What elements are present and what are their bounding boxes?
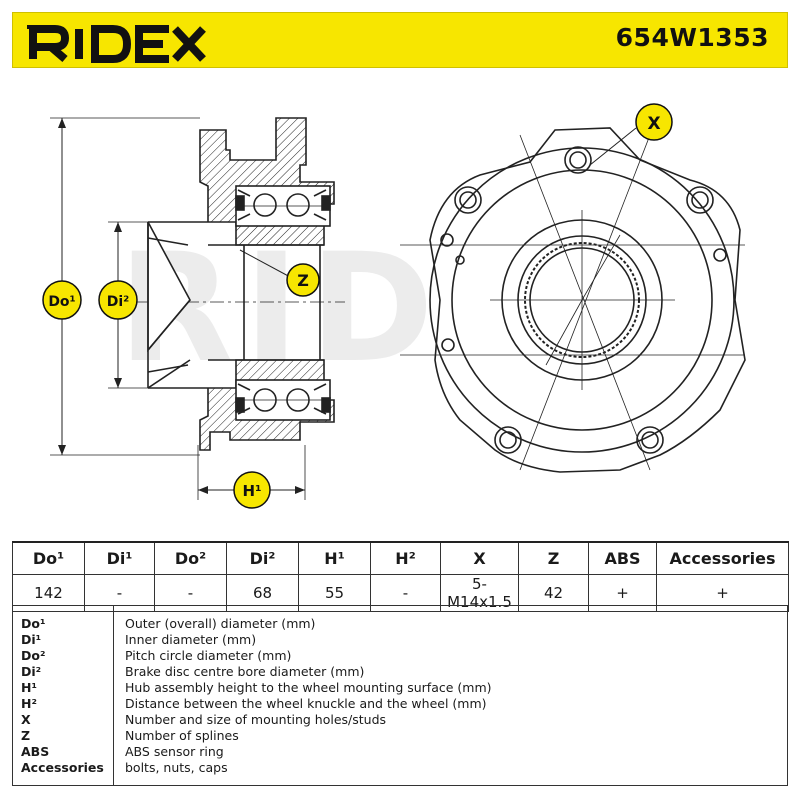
legend-divider (113, 606, 114, 785)
legend-row: Do¹ Outer (overall) diameter (mm) (13, 616, 789, 632)
legend-code: H² (21, 696, 37, 711)
spec-header: H² (370, 541, 441, 575)
legend-row: X Number and size of mounting holes/studs (13, 712, 789, 728)
legend-row: Accessories bolts, nuts, caps (13, 760, 789, 776)
spec-header: Accessories (656, 541, 789, 575)
legend-code: Accessories (21, 760, 104, 775)
technical-drawing: RIDEX (42, 103, 746, 509)
legend-row: H² Distance between the wheel knuckle and… (13, 696, 789, 712)
legend-row: Di² Brake disc centre bore diameter (mm) (13, 664, 789, 680)
legend-code: Di² (21, 664, 42, 679)
legend-code: ABS (21, 744, 50, 759)
badge-do1: Do¹ (42, 280, 82, 320)
hub-front-view (400, 127, 746, 473)
legend-row: Z Number of splines (13, 728, 789, 744)
spec-header-row: Do¹ Di¹ Do² Di² H¹ H² X Z ABS Accessorie… (12, 541, 789, 575)
legend-desc: ABS sensor ring (125, 744, 224, 759)
legend-code: Do¹ (21, 616, 46, 631)
spec-header: H¹ (298, 541, 371, 575)
legend-desc: bolts, nuts, caps (125, 760, 228, 775)
svg-text:H¹: H¹ (242, 482, 261, 500)
hub-section-view (50, 117, 345, 500)
spec-header: Do¹ (12, 541, 85, 575)
legend-desc: Pitch circle diameter (mm) (125, 648, 292, 663)
svg-text:Di²: Di² (107, 294, 130, 310)
spec-header: Z (518, 541, 589, 575)
svg-text:Do¹: Do¹ (48, 294, 75, 310)
legend-desc: Hub assembly height to the wheel mountin… (125, 680, 492, 695)
ridex-logo (27, 25, 206, 63)
legend-row: Di¹ Inner diameter (mm) (13, 632, 789, 648)
legend-row: ABS ABS sensor ring (13, 744, 789, 760)
svg-text:X: X (647, 114, 660, 134)
badge-h1: H¹ (233, 471, 271, 509)
legend-desc: Distance between the wheel knuckle and t… (125, 696, 487, 711)
legend-desc: Number of splines (125, 728, 239, 743)
spec-header: ABS (588, 541, 657, 575)
legend-box: Do¹ Outer (overall) diameter (mm) Di¹ Inne… (12, 605, 788, 786)
spec-header: Di¹ (84, 541, 155, 575)
badge-z: Z (286, 263, 320, 297)
legend-code: Do² (21, 648, 46, 663)
legend-desc: Brake disc centre bore diameter (mm) (125, 664, 365, 679)
header-bar: 654W1353 (12, 12, 788, 68)
badge-x: X (635, 103, 673, 141)
legend-code: H¹ (21, 680, 37, 695)
legend-desc: Outer (overall) diameter (mm) (125, 616, 316, 631)
spec-table: Do¹ Di¹ Do² Di² H¹ H² X Z ABS Accessorie… (12, 541, 789, 612)
legend-row: H¹ Hub assembly height to the wheel mount… (13, 680, 789, 696)
legend-code: Di¹ (21, 632, 42, 647)
legend-code: X (21, 712, 31, 727)
spec-header: X (440, 541, 519, 575)
legend-desc: Number and size of mounting holes/studs (125, 712, 387, 727)
spec-header: Di² (226, 541, 299, 575)
legend-row: Do² Pitch circle diameter (mm) (13, 648, 789, 664)
legend-desc: Inner diameter (mm) (125, 632, 257, 647)
badge-di2: Di² (98, 280, 138, 320)
legend-code: Z (21, 728, 31, 743)
spec-header: Do² (154, 541, 227, 575)
svg-text:Z: Z (297, 271, 309, 290)
part-number: 654W1353 (615, 23, 769, 52)
